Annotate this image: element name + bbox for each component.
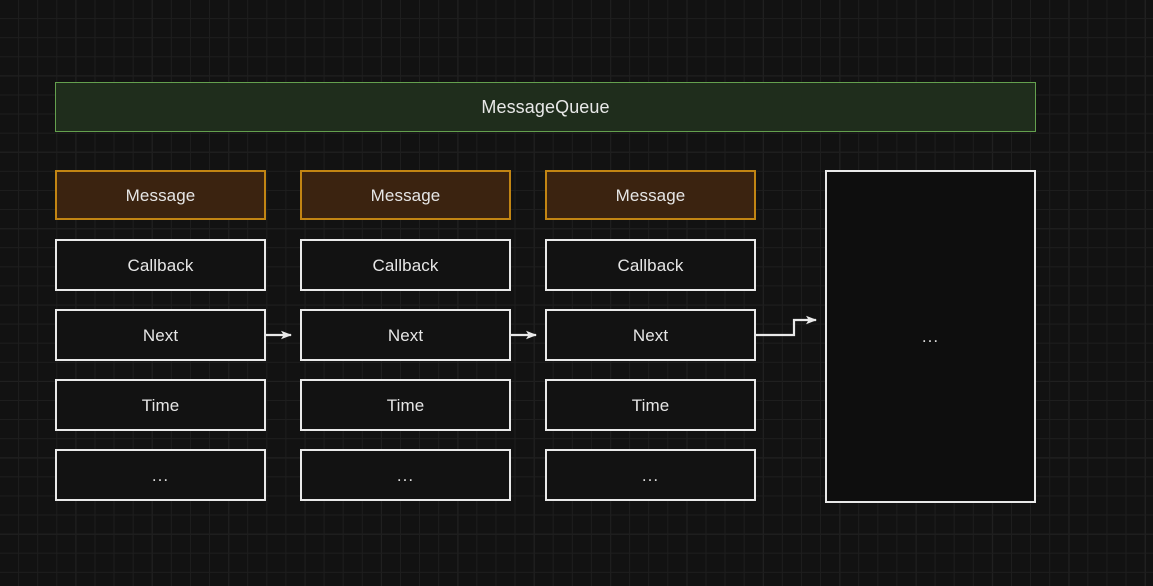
message-node-1-next-cell[interactable]: Next <box>55 309 266 361</box>
message-node-1-next-label: Next <box>142 325 179 345</box>
message-node-2-callback-label: Callback <box>372 255 439 275</box>
messagequeue-header-label: MessageQueue <box>481 97 610 117</box>
messagequeue-header[interactable]: MessageQueue <box>55 82 1036 132</box>
message-node-1-message-label: Message <box>125 185 196 205</box>
message-node-3-next-cell[interactable]: Next <box>545 309 756 361</box>
message-node-2-message-label: Message <box>370 185 441 205</box>
message-node-1-time-label: Time <box>141 395 180 415</box>
message-node-3-message-cell[interactable]: Message <box>545 170 756 220</box>
message-node-3-time-label: Time <box>631 395 670 415</box>
message-node-1-message-cell[interactable]: Message <box>55 170 266 220</box>
message-node-2-message-cell[interactable]: Message <box>300 170 511 220</box>
arrow-next-3-to-continuation <box>756 315 817 337</box>
message-node-3-more-label: ... <box>641 465 660 485</box>
message-node-3-callback-cell[interactable]: Callback <box>545 239 756 291</box>
message-node-2-more-label: ... <box>396 465 415 485</box>
message-node-3-callback-label: Callback <box>617 255 684 275</box>
continuation-box[interactable]: ... <box>825 170 1036 503</box>
message-node-1-callback-label: Callback <box>127 255 194 275</box>
message-node-2-next-cell[interactable]: Next <box>300 309 511 361</box>
message-node-3-message-label: Message <box>615 185 686 205</box>
message-node-2-more-cell[interactable]: ... <box>300 449 511 501</box>
continuation-box-label: ... <box>921 327 940 346</box>
message-node-2-time-label: Time <box>386 395 425 415</box>
message-node-3-time-cell[interactable]: Time <box>545 379 756 431</box>
message-node-2-next-label: Next <box>387 325 424 345</box>
message-node-2-callback-cell[interactable]: Callback <box>300 239 511 291</box>
message-node-1-time-cell[interactable]: Time <box>55 379 266 431</box>
message-node-3-next-label: Next <box>632 325 669 345</box>
message-node-2-time-cell[interactable]: Time <box>300 379 511 431</box>
message-node-1-more-cell[interactable]: ... <box>55 449 266 501</box>
message-node-1-callback-cell[interactable]: Callback <box>55 239 266 291</box>
message-node-1-more-label: ... <box>151 465 170 485</box>
message-node-3-more-cell[interactable]: ... <box>545 449 756 501</box>
